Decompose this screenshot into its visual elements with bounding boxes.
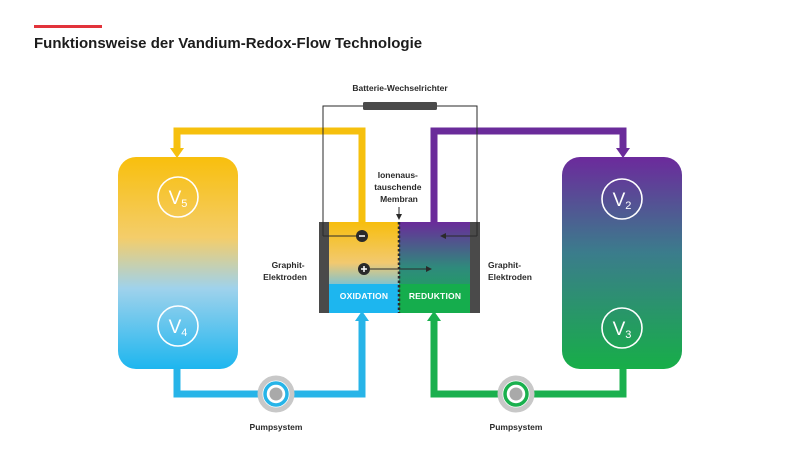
tank-left-top-index: 5 xyxy=(181,198,187,210)
membrane-label-line-3: Membran xyxy=(380,194,418,204)
battery-inverter-label: Batterie-Wechselrichter xyxy=(352,83,448,93)
proton-arrow-right xyxy=(426,266,432,272)
tank-right xyxy=(562,157,682,369)
tank-right-top-species: V xyxy=(613,190,626,211)
svg-text:V5: V5 xyxy=(169,188,188,210)
tank-left xyxy=(118,157,238,369)
purple-flow-pipe xyxy=(430,127,627,222)
tank-left-top-species: V xyxy=(169,188,182,209)
membrane-pointer-arrow xyxy=(396,214,402,220)
electrode-label-right: Graphit- Elektroden xyxy=(488,260,532,282)
battery-inverter xyxy=(363,102,437,110)
tank-right-bottom-species: V xyxy=(613,319,626,340)
title-accent-line xyxy=(34,25,102,28)
svg-text:V3: V3 xyxy=(613,319,632,341)
reduction-label: REDUKTION xyxy=(409,291,461,301)
electrode-label-left-line-2: Elektroden xyxy=(263,272,307,282)
oxidation-band xyxy=(329,284,399,313)
electron-arrow-left xyxy=(440,233,446,239)
electrode-label-left-line-1: Graphit- xyxy=(272,260,305,270)
tank-right-top-index: 2 xyxy=(625,200,631,212)
svg-text:V2: V2 xyxy=(613,190,632,212)
tank-left-bottom-species: V xyxy=(169,317,182,338)
pump-label-right: Pumpsystem xyxy=(490,422,543,432)
pump-right-hub xyxy=(509,387,523,401)
pump-left-hub xyxy=(269,387,283,401)
electrode-label-right-line-1: Graphit- xyxy=(488,260,521,270)
tank-left-bottom-species-icon xyxy=(157,305,199,347)
page-title: Funktionsweise der Vandium-Redox-Flow Te… xyxy=(34,35,423,52)
circuit-wire-left xyxy=(322,105,363,236)
tank-left-bottom-index: 4 xyxy=(181,327,187,339)
reduction-band xyxy=(399,284,470,313)
tank-right-bottom-index: 3 xyxy=(625,329,631,341)
pump-right-ring xyxy=(503,381,529,407)
electrode-label-left: Graphit- Elektroden xyxy=(263,260,307,282)
svg-text:V4: V4 xyxy=(169,317,188,339)
membrane-label-line-1: Ionenaus- xyxy=(378,170,418,180)
pump-label-left: Pumpsystem xyxy=(250,422,303,432)
yellow-flow-arrow xyxy=(170,148,184,158)
membrane-label: Ionenaus- tauschende Membran xyxy=(374,170,424,204)
graphite-electrode-left xyxy=(319,222,329,313)
tank-right-top-species-icon xyxy=(601,178,643,220)
pump-left-ring xyxy=(263,381,289,407)
electrode-label-right-line-2: Elektroden xyxy=(488,272,532,282)
blue-flow-arrow xyxy=(355,311,369,321)
oxidation-label: OXIDATION xyxy=(340,291,388,301)
graphite-electrode-right xyxy=(470,222,480,313)
tank-right-bottom-species-icon xyxy=(601,307,643,349)
yellow-flow-pipe xyxy=(173,127,366,222)
green-flow-arrow xyxy=(427,311,441,321)
tank-left-top-species-icon xyxy=(157,176,199,218)
circuit-wire-right xyxy=(437,105,478,236)
membrane-label-line-2: tauschende xyxy=(374,182,422,192)
purple-flow-arrow xyxy=(616,148,630,158)
